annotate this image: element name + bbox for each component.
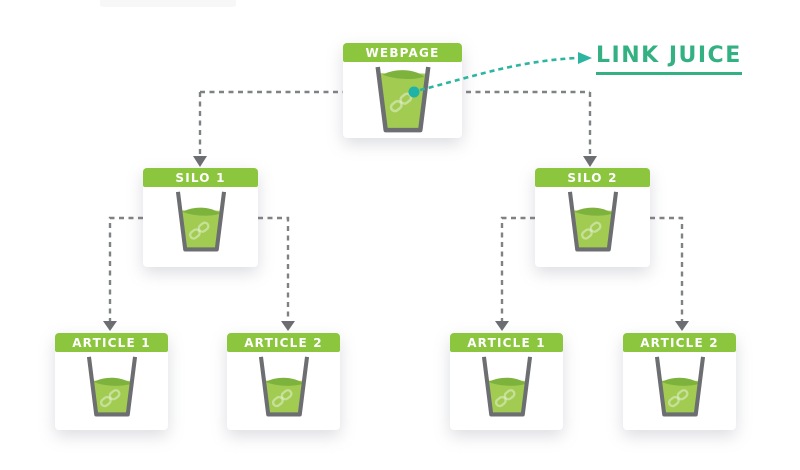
juice-wave [382,70,424,79]
glass-outline [258,356,309,417]
node-silo-1-article-1-header: ARTICLE 1 [55,333,168,352]
link-juice-dashed-line [419,56,578,92]
node-silo-1-article-2-label: ARTICLE 2 [244,335,323,350]
glass-outline [86,356,137,417]
glass-outline [375,66,430,133]
juice-wave [181,207,220,216]
link-juice-label: LINK JUICE [596,45,742,75]
arrowhead-silo2-article1-icon [495,321,509,331]
chain-link-icon [494,389,516,408]
juice-wave [92,377,131,386]
link-juice-arrowhead-icon [578,52,592,64]
node-silo-2-article-2-label: ARTICLE 2 [640,335,719,350]
chain-link-icon [580,221,602,240]
node-silo-1-label: SILO 1 [175,170,226,185]
cropped-title-bar [100,0,236,7]
glass-outline [567,191,618,252]
arrowhead-silo1-article2-icon [281,321,295,331]
chain-link-icon [188,221,210,240]
glass-svg [654,356,705,417]
node-webpage-label: WEBPAGE [365,45,440,60]
node-webpage: WEBPAGE [343,43,462,138]
glass-outline [654,356,705,417]
chain-link-icon [99,389,121,408]
chain-link-icon [667,389,689,408]
connector-silo2-to-article1 [500,216,535,321]
glass-svg [175,191,226,252]
node-silo-1-article-1-label: ARTICLE 1 [72,335,151,350]
chain-link-icon [271,389,293,408]
node-silo-2-article-1: ARTICLE 1 [450,333,563,430]
juice-glass [170,191,232,253]
node-silo-2-label: SILO 2 [567,170,618,185]
juice-wave [573,207,612,216]
node-webpage-header: WEBPAGE [343,43,462,62]
glass-svg [567,191,618,252]
node-silo-1-article-1: ARTICLE 1 [55,333,168,430]
connector-silo1-to-article2 [258,216,290,321]
node-silo-2-article-2-header: ARTICLE 2 [623,333,736,352]
node-silo-2-article-1-label: ARTICLE 1 [467,335,546,350]
juice-wave [660,377,699,386]
node-silo-1-article-2-header: ARTICLE 2 [227,333,340,352]
node-silo-2-article-2: ARTICLE 2 [623,333,736,430]
juice-glass [562,191,624,253]
juice-glass [253,356,315,418]
glass-outline [481,356,532,417]
connector-silo2-to-article2 [650,216,684,321]
juice-glass [81,356,143,418]
node-silo-1: SILO 1 [143,168,258,267]
node-silo-2-article-1-header: ARTICLE 1 [450,333,563,352]
connector-silo1-to-article1 [108,216,143,321]
glass-svg [258,356,309,417]
arrowhead-silo2-icon [583,156,597,167]
glass-svg [86,356,137,417]
arrowhead-silo1-icon [193,156,207,167]
glass-outline [175,191,226,252]
glass-svg [481,356,532,417]
node-silo-2-header: SILO 2 [535,168,650,187]
juice-wave [487,377,526,386]
node-silo-1-article-2: ARTICLE 2 [227,333,340,430]
juice-glass [476,356,538,418]
node-silo-2: SILO 2 [535,168,650,267]
juice-wave [264,377,303,386]
node-silo-1-header: SILO 1 [143,168,258,187]
arrowhead-silo2-article2-icon [675,321,689,331]
arrowhead-silo1-article1-icon [103,321,117,331]
juice-glass [649,356,711,418]
link-juice-source-dot-icon [408,86,420,98]
